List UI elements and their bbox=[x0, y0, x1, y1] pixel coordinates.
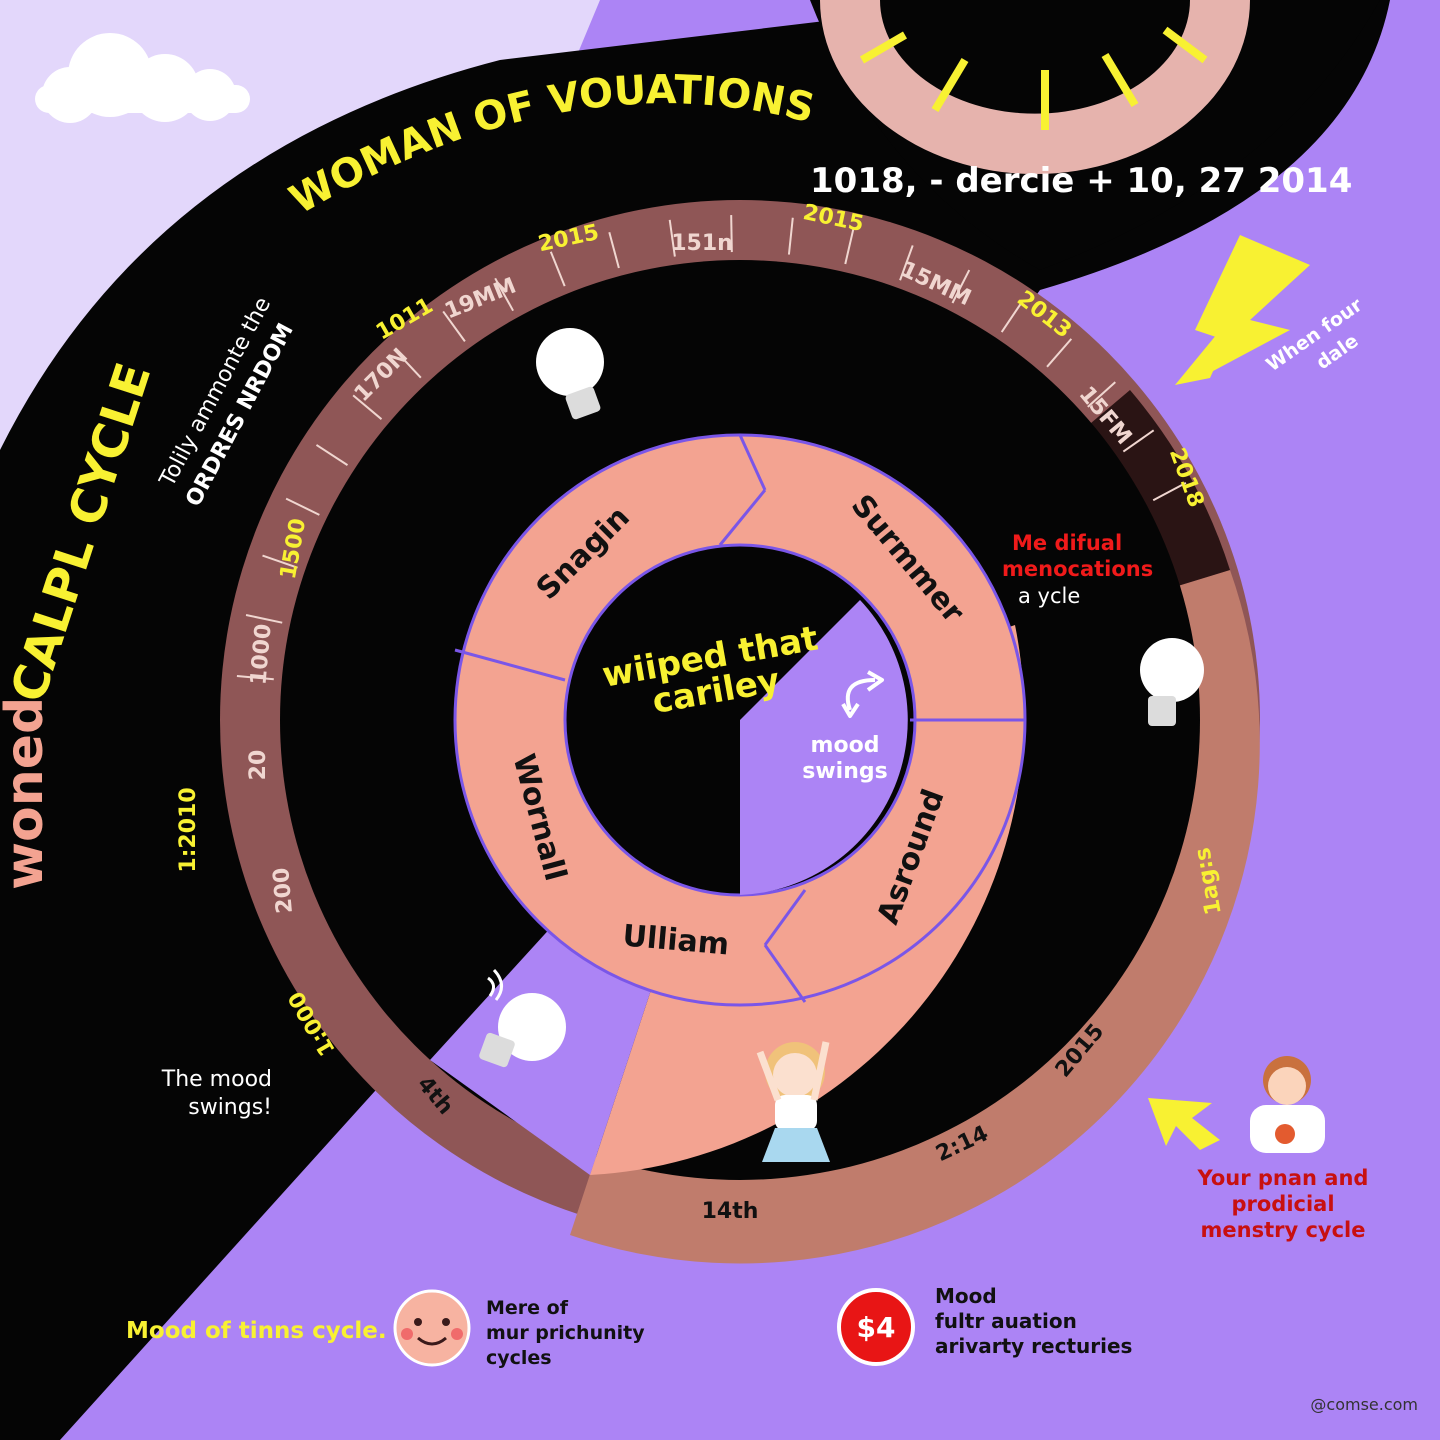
mood-swings-center-line2: swings bbox=[802, 759, 887, 784]
legend-item1-line3: cycles bbox=[486, 1347, 552, 1369]
outer-dial-label: 151n bbox=[671, 231, 733, 256]
mood-swings-center-line1: mood bbox=[811, 733, 880, 758]
dial-tick bbox=[730, 215, 733, 253]
smiley-face-icon bbox=[393, 1289, 471, 1367]
dial-tick bbox=[236, 674, 274, 681]
lightbulb-icon-right bbox=[1140, 638, 1204, 726]
mood-swings-callout-line1: The mood bbox=[161, 1067, 272, 1092]
outer-dial-label: 200 bbox=[269, 867, 298, 915]
cloud-icon bbox=[35, 33, 250, 123]
outer-dial-label: 20 bbox=[246, 750, 271, 781]
sound-waves-icon bbox=[487, 968, 503, 1001]
yellow-arrow-icon bbox=[1148, 1098, 1220, 1150]
watermark: @comse.com bbox=[1310, 1395, 1418, 1414]
date-line: 1018, - dercie + 10, 27 2014 bbox=[810, 161, 1352, 201]
menocations-callout-line3: a ycle bbox=[1018, 584, 1080, 608]
dial-tick bbox=[442, 310, 466, 342]
lightbulb-icon-top bbox=[536, 328, 604, 420]
dial-tick bbox=[494, 277, 514, 312]
dial-tick bbox=[608, 231, 620, 269]
your-plan-callout-line3: menstry cycle bbox=[1201, 1218, 1366, 1242]
outer-dial-label: 1:2010 bbox=[176, 787, 201, 872]
lightbulb-icon-bottom bbox=[479, 993, 566, 1068]
dial-tick bbox=[1000, 300, 1024, 333]
dial-tick bbox=[285, 497, 320, 516]
dial-tick bbox=[844, 227, 855, 265]
dial-tick bbox=[315, 444, 349, 466]
your-plan-callout-line2: prodicial bbox=[1231, 1192, 1334, 1216]
legend-label: Mood of tinns cycle. bbox=[126, 1318, 387, 1344]
dial-tick bbox=[1122, 429, 1155, 453]
legend-item2-line3: arivarty recturies bbox=[935, 1334, 1132, 1358]
legend-item2-line1: Mood bbox=[935, 1284, 997, 1308]
menocations-callout-line1: Me difual bbox=[1012, 531, 1122, 555]
girl-figure-icon bbox=[756, 1041, 830, 1162]
dial-tick bbox=[951, 269, 971, 304]
outer-dial-label: 1000 bbox=[246, 623, 276, 686]
dial-tick bbox=[352, 394, 383, 420]
dial-tick bbox=[245, 614, 283, 624]
price-badge-text: $4 bbox=[857, 1311, 896, 1344]
boy-figure-icon bbox=[1250, 1056, 1325, 1153]
dial-tick bbox=[1046, 338, 1073, 368]
side-title-a: woned bbox=[0, 697, 55, 890]
lightning-bolt-icon bbox=[1175, 235, 1310, 385]
legend-item1-line2: mur prichunity bbox=[486, 1322, 645, 1344]
dial-tick bbox=[549, 251, 566, 287]
top-ring-decoration bbox=[820, 0, 1250, 175]
dial-tick bbox=[394, 349, 422, 379]
dial-ticks bbox=[236, 215, 1187, 681]
dial-tick bbox=[668, 219, 676, 257]
swap-arrows-icon bbox=[841, 670, 884, 718]
legend-item1-line1: Mere of bbox=[486, 1297, 569, 1319]
menocations-callout-line2: menocations bbox=[1002, 557, 1153, 581]
dial-tick bbox=[1152, 482, 1187, 502]
mood-swings-callout-line2: swings! bbox=[188, 1095, 272, 1120]
dial-tick bbox=[262, 554, 298, 569]
center-purple-half bbox=[740, 600, 908, 895]
outer-dial-label: 14th bbox=[702, 1199, 759, 1224]
price-badge-icon: $4 bbox=[837, 1288, 915, 1366]
dial-tick bbox=[787, 217, 794, 255]
your-plan-callout-line1: Your pnan and bbox=[1197, 1166, 1369, 1190]
dial-tick bbox=[1087, 381, 1116, 408]
phase-ring bbox=[453, 433, 1027, 1007]
legend-item2-line2: fultr auation bbox=[935, 1309, 1077, 1333]
dial-tick bbox=[899, 245, 914, 281]
